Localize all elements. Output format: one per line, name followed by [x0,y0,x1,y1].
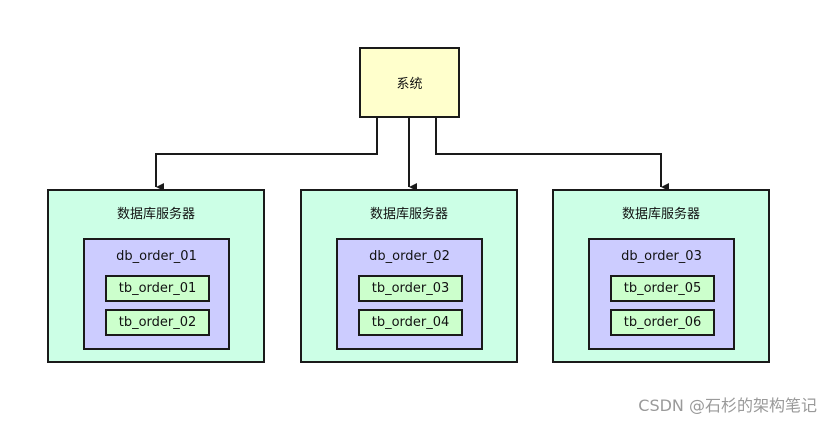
db-server-node-1: 数据库服务器 db_order_01 tb_order_01 tb_order_… [47,189,265,363]
server-label: 数据库服务器 [116,207,195,222]
table-node: tb_order_02 [105,309,210,336]
database-label: db_order_01 [116,249,197,264]
table-node: tb_order_04 [358,309,463,336]
db-server-node-3: 数据库服务器 db_order_03 tb_order_05 tb_order_… [552,189,770,363]
database-node: db_order_03 tb_order_05 tb_order_06 [588,238,735,350]
table-node: tb_order_03 [358,275,463,302]
database-label: db_order_03 [621,249,702,264]
server-label: 数据库服务器 [369,207,448,222]
system-node: 系统 [359,47,460,118]
server-label: 数据库服务器 [621,207,700,222]
database-node: db_order_01 tb_order_01 tb_order_02 [83,238,230,350]
table-node: tb_order_05 [610,275,715,302]
database-node: db_order_02 tb_order_03 tb_order_04 [336,238,483,350]
table-node: tb_order_06 [610,309,715,336]
db-server-node-2: 数据库服务器 db_order_02 tb_order_03 tb_order_… [300,189,518,363]
watermark: CSDN @石杉的架构笔记 [638,396,817,415]
arrow-to-server-3 [435,118,669,191]
database-label: db_order_02 [369,249,450,264]
arrow-to-server-1 [155,118,378,191]
system-label: 系统 [396,77,423,92]
table-node: tb_order_01 [105,275,210,302]
